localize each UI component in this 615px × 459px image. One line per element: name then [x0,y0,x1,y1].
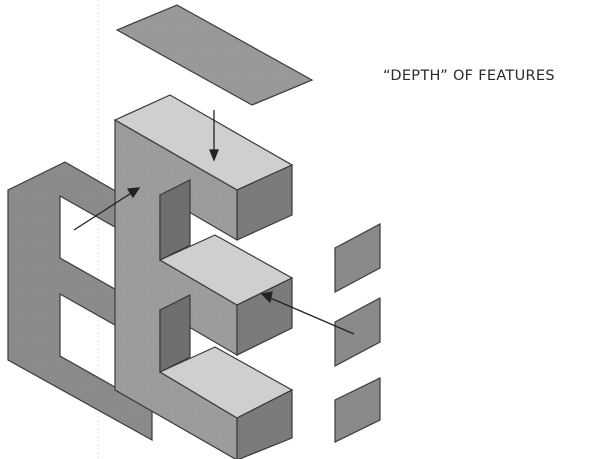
right-square-panel-middle [335,298,380,366]
right-square-panel-top [335,224,380,292]
depth-of-features-caption: “DEPTH” OF FEATURES [383,68,555,84]
top-cap-panel [117,5,312,105]
right-square-panel-bottom [335,378,380,442]
